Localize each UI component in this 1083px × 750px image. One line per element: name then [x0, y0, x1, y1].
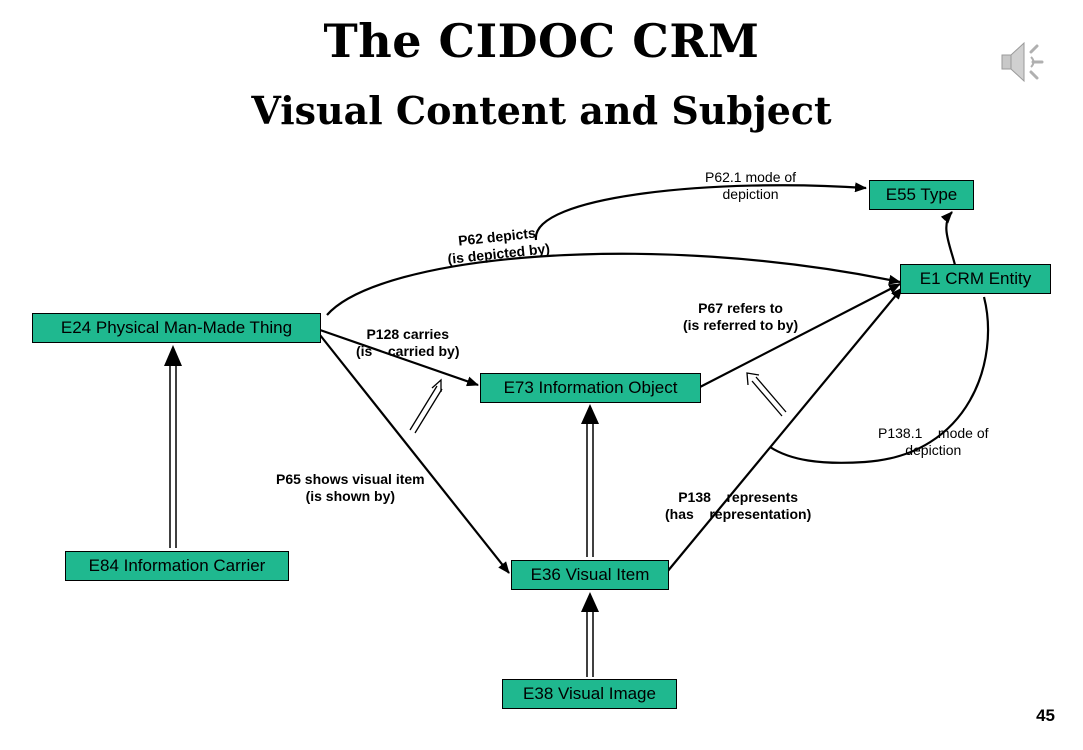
edge-p65	[319, 334, 510, 574]
edge-p62	[326, 252, 901, 316]
label-p62-1: P62.1 mode of depiction	[705, 169, 797, 202]
node-e1-crm-entity[interactable]: E1 CRM Entity	[900, 264, 1051, 294]
isa-e36-e73	[581, 404, 599, 557]
edge-p67	[699, 283, 901, 388]
label-p65: P65 shows visual item (is shown by)	[276, 471, 425, 504]
isa-e84-e24	[164, 345, 182, 548]
label-p138-1: P138.1 mode of depiction	[878, 425, 989, 458]
isa-e38-e36	[581, 592, 599, 677]
subproperty-p65-p128	[409, 378, 443, 434]
edge-p138	[666, 287, 903, 573]
label-p138: P138 represents (has representation)	[665, 489, 812, 522]
slide-subtitle: Visual Content and Subject	[251, 88, 832, 133]
label-p128: P128 carries (is carried by)	[356, 326, 460, 359]
node-e73-information-object[interactable]: E73 Information Object	[480, 373, 701, 403]
node-e84-information-carrier[interactable]: E84 Information Carrier	[65, 551, 289, 581]
node-e24-physical-man-made-thing[interactable]: E24 Physical Man-Made Thing	[32, 313, 321, 343]
node-e55-type[interactable]: E55 Type	[869, 180, 974, 210]
edge-e1-e55	[940, 211, 957, 266]
edge-p62-1	[534, 182, 867, 241]
subproperty-p138-p67	[746, 372, 787, 417]
edge-p138-1	[769, 296, 990, 464]
slide-title: The CIDOC CRM	[323, 14, 760, 68]
edge-p128	[319, 328, 479, 387]
node-e36-visual-item[interactable]: E36 Visual Item	[511, 560, 669, 590]
label-p67: P67 refers to (is referred to by)	[683, 300, 799, 333]
page-number: 45	[1036, 706, 1055, 725]
node-e38-visual-image[interactable]: E38 Visual Image	[502, 679, 677, 709]
